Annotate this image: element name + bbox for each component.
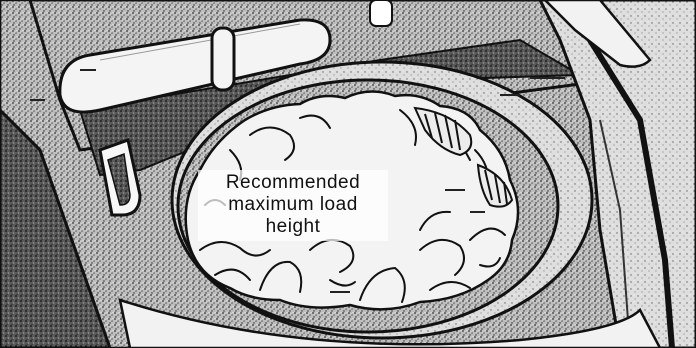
lid-hinge	[370, 0, 392, 26]
callout-line-3: height	[198, 216, 388, 238]
bar-latch	[212, 28, 234, 90]
callout-line-2: maximum load	[198, 194, 388, 216]
callout-line-1: Recommended	[198, 172, 388, 194]
max-load-height-label: Recommended maximum load height	[198, 170, 388, 241]
